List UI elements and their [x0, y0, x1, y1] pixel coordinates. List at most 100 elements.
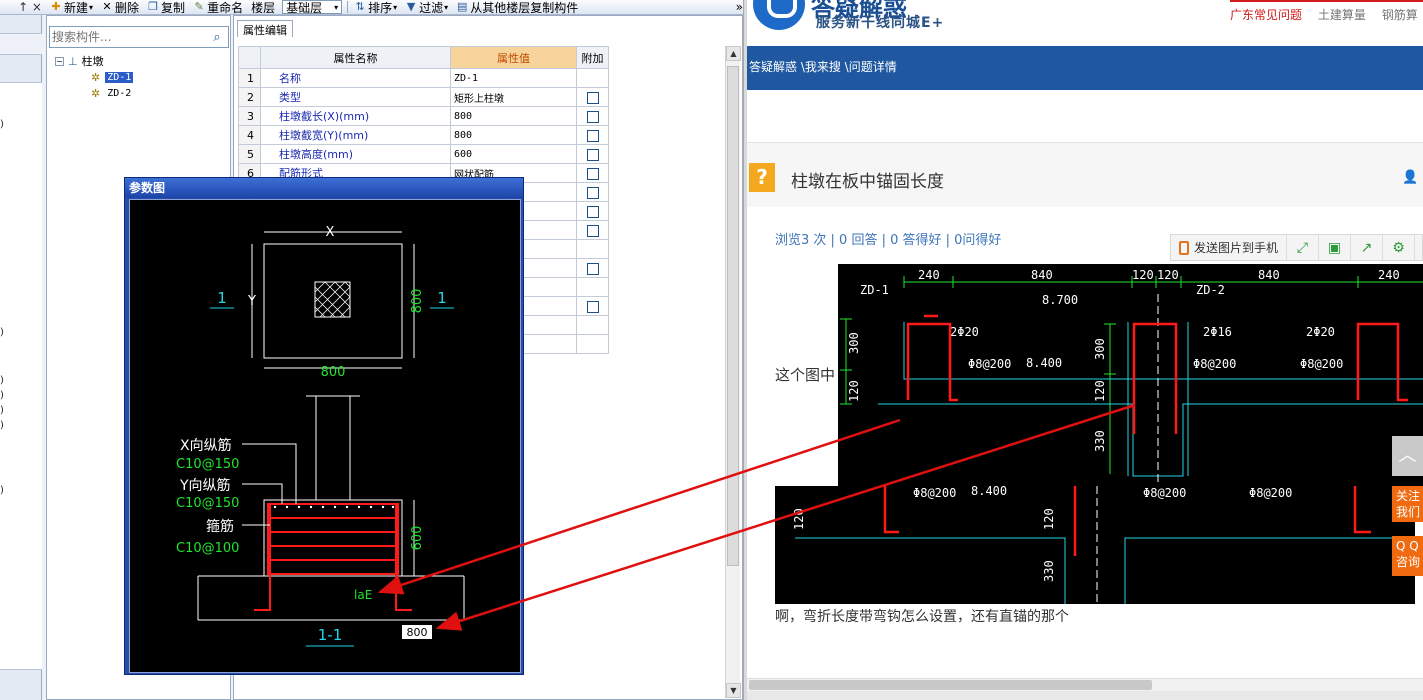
site-slogan: 服务新干线同城E+	[816, 15, 945, 31]
fullscreen-icon[interactable]: ⤢	[1287, 235, 1320, 260]
copy-button[interactable]: ❐ 复制	[143, 0, 189, 15]
nav-bar: 答疑解惑 \我来搜 \问题详情	[747, 46, 1423, 90]
property-extra[interactable]	[576, 201, 609, 221]
rename-button[interactable]: ✎ 重命名	[189, 0, 247, 15]
delete-label: 删除	[115, 0, 140, 15]
top-link-guangdong[interactable]: 广东常见问题	[1230, 8, 1303, 22]
image-toolbar: 发送图片到手机 ⤢ ▣ ↗ ⚙	[1170, 234, 1423, 261]
floor-select[interactable]: 基础层 ▾	[282, 0, 343, 14]
property-extra[interactable]	[576, 239, 609, 259]
pin-close-buttons[interactable]: ↑ ×	[18, 0, 42, 14]
property-extra[interactable]	[576, 68, 609, 88]
property-value[interactable]: 600	[450, 144, 577, 164]
section-mark-left: 1	[217, 289, 227, 307]
column-hatch	[314, 281, 351, 318]
property-name: 类型	[260, 87, 451, 107]
property-extra[interactable]	[576, 220, 609, 240]
anchor-length-box	[402, 625, 432, 639]
settings-icon[interactable]: ⚙	[1383, 235, 1416, 260]
property-extra[interactable]	[576, 182, 609, 202]
cad-vert-dim: 330	[1042, 560, 1056, 582]
site-brand: 答疑解惑	[811, 0, 907, 22]
toolbar-overflow-button[interactable]: »	[735, 0, 743, 14]
tree-root-pier[interactable]: − ⊥ 柱墩	[55, 53, 104, 69]
left-panel-list[interactable]	[0, 82, 42, 670]
property-extra[interactable]	[576, 315, 609, 335]
property-extra[interactable]	[576, 258, 609, 278]
new-button[interactable]: ✚ 新建▾	[46, 0, 97, 15]
follow-us-button[interactable]: 关注 我们	[1392, 486, 1423, 522]
breadcrumb[interactable]: 答疑解惑 \我来搜 \问题详情	[749, 60, 897, 74]
filter-button[interactable]: ▼ 过滤▾	[401, 0, 452, 15]
cad-screenshot-lower-svg: Φ8@200 8.400 Φ8@200 Φ8@200 120 120 330	[792, 484, 1415, 604]
property-value[interactable]: 800	[450, 125, 577, 145]
section-mark-right: 1	[437, 289, 447, 307]
cad-screenshot-image[interactable]: 240 840 120 120 840 240 ZD-1 ZD-2 8.700 …	[838, 264, 1423, 486]
property-value[interactable]: ZD-1	[450, 68, 577, 88]
window-divider[interactable]	[743, 0, 747, 700]
property-extra[interactable]	[576, 334, 609, 354]
height-dimension: 800	[410, 289, 425, 314]
scroll-up-icon[interactable]: ▲	[726, 46, 741, 61]
tree-item-zd2[interactable]: ✲ ZD-2	[91, 85, 133, 101]
top-link-civil[interactable]: 土建算量	[1317, 8, 1366, 22]
tree-item-zd1[interactable]: ✲ ZD-1	[91, 69, 134, 85]
width-dimension: 800	[321, 365, 346, 380]
extra-checkbox[interactable]	[586, 300, 599, 313]
extra-checkbox[interactable]	[586, 186, 599, 199]
cad-dim-text: 120	[1132, 268, 1154, 282]
extra-checkbox[interactable]	[586, 205, 599, 218]
scroll-down-icon[interactable]: ▼	[726, 683, 741, 698]
scroll-thumb[interactable]	[727, 66, 739, 566]
horizontal-scroll-thumb[interactable]	[749, 680, 1152, 690]
extra-checkbox[interactable]	[586, 91, 599, 104]
row-index: 4	[238, 125, 261, 145]
tab-property-edit[interactable]: 属性编辑	[237, 20, 293, 37]
filter-label: 过滤	[419, 0, 444, 15]
qq-consult-button[interactable]: Q Q 咨询	[1392, 536, 1423, 576]
collapse-icon[interactable]: −	[55, 56, 64, 66]
page-horizontal-scrollbar[interactable]	[747, 678, 1423, 691]
extra-checkbox[interactable]	[586, 129, 599, 142]
extra-checkbox[interactable]	[586, 167, 599, 180]
anchor-length: 800	[407, 626, 428, 639]
filter-icon: ▼	[406, 0, 416, 13]
send-to-phone-button[interactable]: 发送图片到手机	[1171, 235, 1288, 260]
extra-checkbox[interactable]	[586, 110, 599, 123]
top-link-rebar[interactable]: 钢筋算	[1381, 8, 1418, 22]
property-extra[interactable]	[576, 296, 609, 316]
copy-from-floor-button[interactable]: ▤ 从其他楼层复制构件	[452, 0, 582, 15]
sort-button[interactable]: ⇅ 排序▾	[350, 0, 401, 15]
search-input[interactable]	[52, 28, 202, 46]
save-icon[interactable]: ▣	[1319, 235, 1352, 260]
back-to-top-icon[interactable]: ︿	[1392, 436, 1423, 476]
property-value[interactable]: 矩形上柱墩	[450, 87, 577, 107]
extra-checkbox[interactable]	[586, 262, 599, 275]
header-value: 属性值	[450, 46, 577, 69]
share-icon[interactable]: ↗	[1351, 235, 1384, 260]
property-name: 名称	[260, 68, 451, 88]
property-value[interactable]: 800	[450, 106, 577, 126]
cad-label: ZD-1	[860, 283, 889, 297]
site-logo-icon[interactable]	[753, 0, 805, 30]
top-links: 广东常见问题 土建算量 钢筋算	[1230, 6, 1423, 23]
property-extra[interactable]	[576, 106, 609, 126]
extra-checkbox[interactable]	[586, 224, 599, 237]
property-extra[interactable]	[576, 87, 609, 107]
property-extra[interactable]	[576, 144, 609, 164]
extra-checkbox[interactable]	[586, 148, 599, 161]
copy-icon: ❐	[148, 0, 158, 13]
property-extra[interactable]	[576, 125, 609, 145]
property-extra[interactable]	[576, 163, 609, 183]
property-scrollbar[interactable]: ▲ ▼	[725, 46, 741, 698]
delete-button[interactable]: ✕ 删除	[97, 0, 143, 15]
asker[interactable]: 👤 M	[1402, 170, 1423, 185]
property-extra[interactable]	[576, 277, 609, 297]
cad-screenshot-image-lower[interactable]: Φ8@200 8.400 Φ8@200 Φ8@200 120 120 330	[775, 484, 1415, 604]
search-icon[interactable]: ⌕	[213, 29, 221, 45]
